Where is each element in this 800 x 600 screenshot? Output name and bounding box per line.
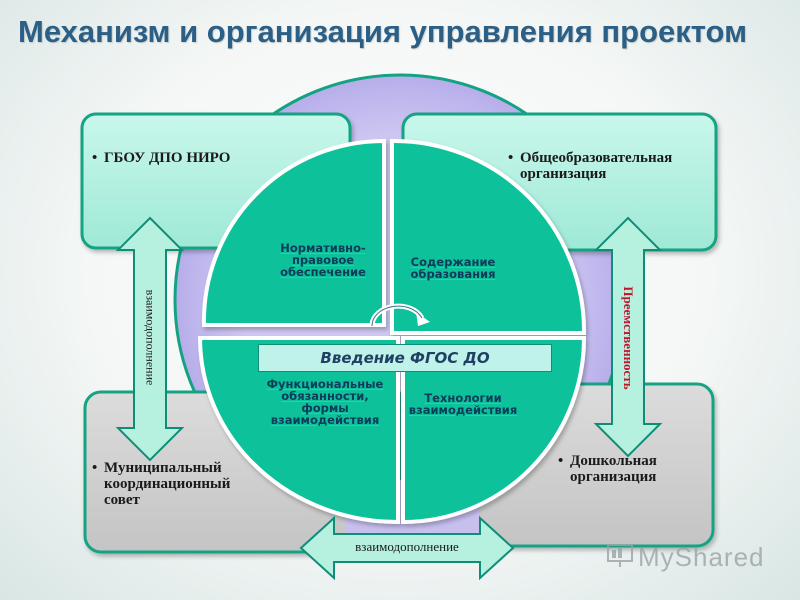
bottom-double-arrow-icon bbox=[299, 515, 515, 581]
left-arrow-label: взаимодополнение bbox=[143, 289, 158, 386]
quadrant-bottom-right-label: Технологии взаимодействия bbox=[408, 391, 518, 417]
box-bottom-left-text: •Муниципальный координационный совет bbox=[92, 460, 231, 508]
center-label: Введение ФГОС ДО bbox=[258, 344, 552, 372]
quadrant-bottom-left-label: Функциональные обязанности, формы взаимо… bbox=[266, 377, 384, 427]
left-double-arrow-icon bbox=[115, 216, 185, 462]
presentation-board-icon bbox=[606, 542, 634, 576]
right-double-arrow-icon bbox=[593, 216, 663, 458]
watermark-logo: MyShared bbox=[606, 540, 766, 574]
bottom-arrow-label: взаимодополнение bbox=[355, 539, 459, 554]
quadrant-top-left bbox=[201, 138, 386, 327]
quadrant-top-right bbox=[390, 138, 587, 335]
box-top-left-text: •ГБОУ ДПО НИРО bbox=[92, 150, 231, 166]
page-title: Механизм и организация управления проект… bbox=[18, 14, 748, 49]
box-bottom-right-text: •Дошкольная организация bbox=[558, 453, 657, 485]
quadrant-top-left-label: Нормативно-правовое обеспечение bbox=[280, 241, 366, 279]
quadrant-bottom-right bbox=[401, 336, 587, 525]
quadrant-bottom-left bbox=[197, 336, 400, 525]
box-top-right-text: •Общеобразовательная организация bbox=[508, 150, 673, 182]
right-arrow-label: Преемственность bbox=[621, 286, 636, 390]
quadrant-top-right-label: Содержание образования bbox=[410, 255, 496, 281]
